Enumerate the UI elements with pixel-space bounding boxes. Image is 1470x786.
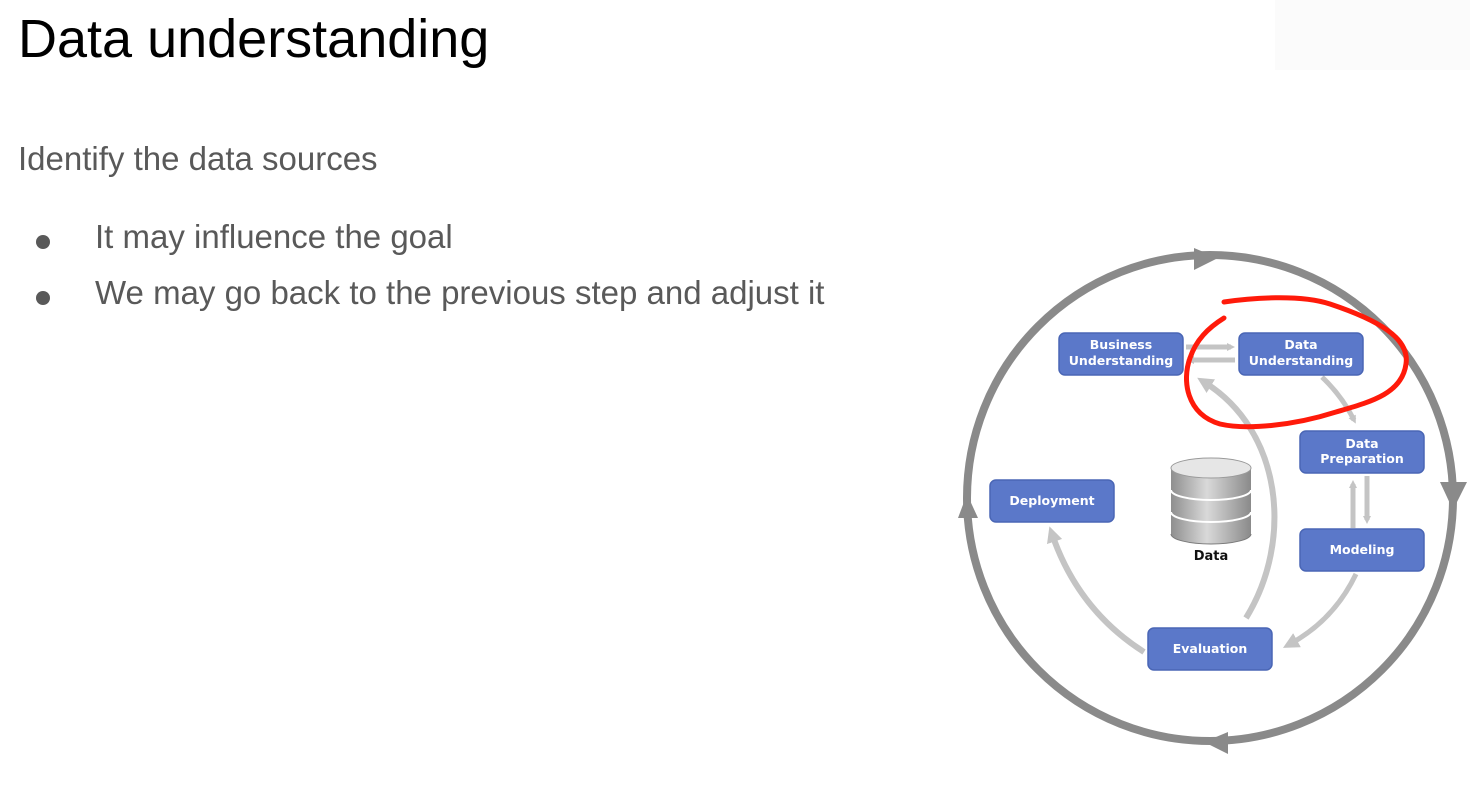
arrow-modeling-to-evaluation [1282, 572, 1359, 648]
phase-business-understanding: Business Understanding [1058, 332, 1184, 376]
phase-label: Understanding [1249, 353, 1353, 368]
phase-label: Data [1345, 436, 1378, 451]
phase-label: Data [1284, 337, 1317, 352]
bullet-text: It may influence the goal [95, 218, 453, 255]
outer-arrow-top-icon [1194, 248, 1218, 270]
phase-modeling: Modeling [1299, 528, 1425, 572]
phase-label: Deployment [1009, 493, 1094, 508]
arrow-evaluation-to-deployment [1047, 526, 1146, 655]
phase-label: Preparation [1320, 451, 1404, 466]
arrow-du-to-dp [1320, 375, 1357, 424]
bullet-text: We may go back to the previous step and … [95, 274, 825, 311]
outer-arrow-bottom-icon [1204, 732, 1228, 754]
database-icon [1170, 457, 1252, 545]
crisp-dm-diagram: Business Understanding Data Understandin… [958, 248, 1467, 754]
database-label: Data [1194, 549, 1229, 564]
slide-title: Data understanding [18, 9, 490, 69]
outer-arrow-left-icon [958, 494, 978, 518]
corner-shade [1275, 0, 1470, 70]
phase-evaluation: Evaluation [1147, 627, 1273, 671]
red-annotation-loop [1184, 295, 1409, 430]
phase-data-preparation: Data Preparation [1299, 430, 1425, 474]
arrow-evaluation-to-bu [1197, 377, 1278, 620]
outer-arrow-right-icon [1440, 482, 1467, 510]
slide-subtitle: Identify the data sources [18, 140, 378, 177]
phase-deployment: Deployment [989, 479, 1115, 523]
bullet-dot-icon [36, 235, 50, 249]
phase-label: Understanding [1069, 353, 1173, 368]
phase-label: Evaluation [1173, 641, 1248, 656]
phase-data-understanding: Data Understanding [1238, 332, 1364, 376]
phase-label: Modeling [1330, 542, 1395, 557]
bullet-dot-icon [36, 291, 50, 305]
phase-label: Business [1090, 337, 1152, 352]
